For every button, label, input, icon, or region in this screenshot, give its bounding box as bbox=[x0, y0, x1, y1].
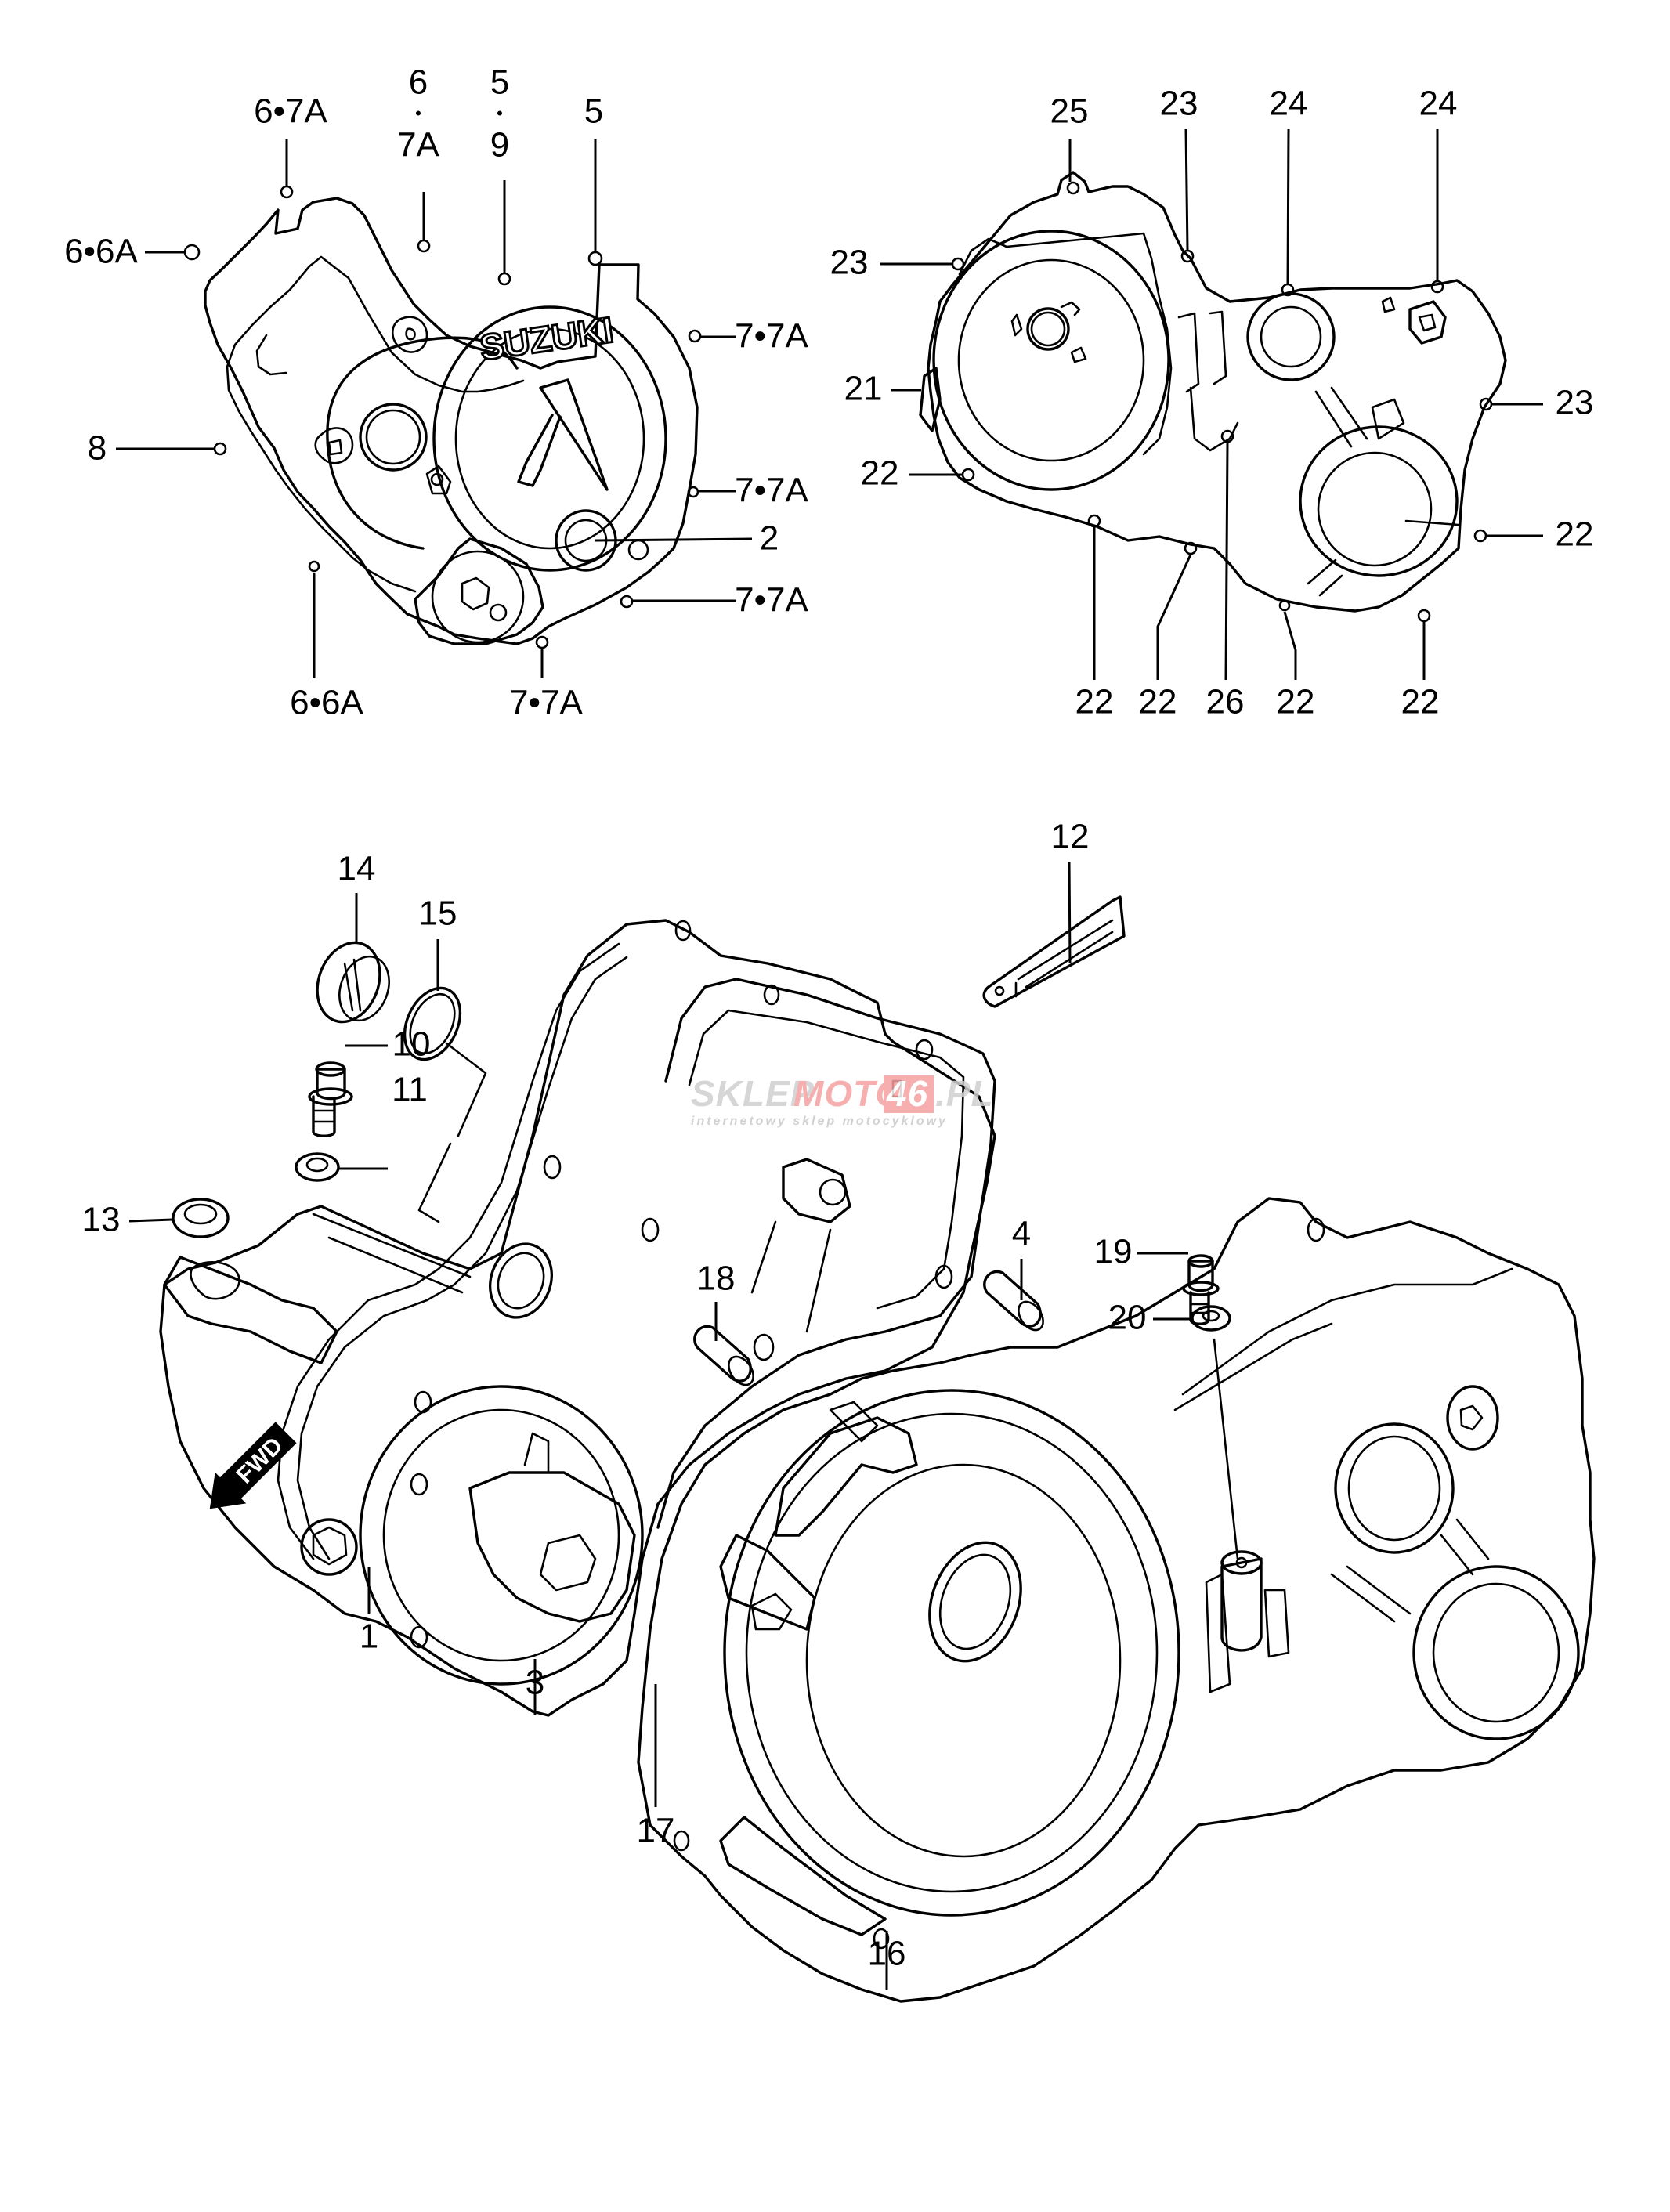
right-cover bbox=[919, 171, 1507, 623]
watermark-number: 46 bbox=[886, 1073, 928, 1114]
right-crankcase-half bbox=[637, 1197, 1596, 2003]
right-cover-lower-dome bbox=[1299, 425, 1459, 577]
callout-23-right: 23 bbox=[1556, 384, 1594, 422]
right-oil-plug bbox=[1446, 1385, 1499, 1451]
callout-5-stack: 5 bbox=[490, 63, 509, 102]
callout-9: 9 bbox=[490, 126, 509, 164]
callout-7a-stack: 7A bbox=[397, 126, 439, 164]
callout-4: 4 bbox=[1012, 1215, 1031, 1253]
part-10-bolt bbox=[308, 1061, 353, 1137]
callout-15: 15 bbox=[419, 895, 457, 933]
watermark-suffix: .PL bbox=[935, 1073, 994, 1114]
callout-23-left: 23 bbox=[830, 244, 869, 282]
pump-cover bbox=[414, 537, 544, 645]
callout-8: 8 bbox=[88, 429, 107, 468]
leader-lines bbox=[116, 128, 1543, 1990]
part-19-bolt bbox=[1182, 1254, 1220, 1325]
callout-6-6a-bottom: 6•6A bbox=[290, 684, 363, 722]
callout-23-top: 23 bbox=[1160, 85, 1198, 123]
part-20-washer bbox=[1191, 1305, 1231, 1332]
callout-7-7a-2: 7•7A bbox=[735, 472, 808, 510]
callout-18: 18 bbox=[697, 1260, 736, 1298]
generator-cover-dome bbox=[932, 230, 1170, 491]
callout-5-right: 5 bbox=[584, 92, 603, 131]
right-cover-outline bbox=[927, 171, 1507, 613]
part-4-dowel bbox=[983, 1270, 1044, 1332]
left-cover: SUZUKI bbox=[183, 185, 702, 649]
callout-dot-a: • bbox=[415, 103, 421, 123]
lever-mark bbox=[539, 378, 609, 491]
loose-parts bbox=[172, 895, 1231, 1386]
callout-24-b: 24 bbox=[1419, 85, 1458, 123]
callout-22-right: 22 bbox=[1556, 515, 1594, 554]
callout-14: 14 bbox=[338, 850, 376, 888]
callout-19: 19 bbox=[1094, 1233, 1133, 1271]
part-18-dowel bbox=[693, 1325, 754, 1386]
part-14-cap bbox=[316, 941, 390, 1024]
callout-2: 2 bbox=[760, 519, 779, 558]
callout-22-bottom-3: 22 bbox=[1277, 683, 1315, 721]
watermark-sklep: SKLEP bbox=[691, 1073, 815, 1114]
watermark-badge bbox=[884, 1075, 934, 1113]
bearing-housing-lower bbox=[1412, 1565, 1580, 1740]
case-bolt-eyes bbox=[410, 920, 1325, 1950]
left-cover-inner-contour bbox=[308, 255, 525, 393]
callout-6-stack: 6 bbox=[409, 63, 428, 102]
callout-17: 17 bbox=[637, 1812, 675, 1850]
magneto-dome bbox=[326, 336, 519, 550]
fwd-arrow-icon bbox=[209, 1422, 297, 1509]
part-11-washer bbox=[295, 1152, 340, 1182]
crankshaft-boss bbox=[928, 1541, 1022, 1663]
callout-21: 21 bbox=[844, 370, 883, 408]
callout-7-7a-1: 7•7A bbox=[735, 317, 808, 356]
callout-11: 11 bbox=[392, 1071, 428, 1109]
callout-25: 25 bbox=[1050, 92, 1089, 131]
bolt-holes-right bbox=[951, 181, 1493, 623]
callout-20: 20 bbox=[1108, 1299, 1147, 1337]
callout-10: 10 bbox=[392, 1025, 431, 1064]
callout-3: 3 bbox=[526, 1664, 544, 1702]
callout-22-bottom-1: 22 bbox=[1075, 683, 1114, 721]
callout-22-bottom-2: 22 bbox=[1139, 683, 1177, 721]
bolt-holes bbox=[183, 185, 702, 649]
callout-22-bottom-4: 22 bbox=[1401, 683, 1440, 721]
callout-26: 26 bbox=[1206, 683, 1245, 721]
generator-housing bbox=[723, 1389, 1180, 1917]
callout-22-left: 22 bbox=[861, 454, 899, 493]
watermark: SKLEP MOTO 46 .PL internetowy sklep moto… bbox=[691, 1073, 994, 1128]
part-15-o-ring bbox=[403, 986, 487, 1223]
shift-shaft-boss bbox=[1220, 1557, 1263, 1652]
clutch-cover-dome bbox=[432, 305, 667, 572]
bearing-housing-upper bbox=[1334, 1422, 1455, 1554]
left-cover-outline bbox=[204, 197, 699, 645]
curl-mark bbox=[255, 334, 287, 376]
generator-center-boss bbox=[1026, 307, 1070, 351]
callout-16: 16 bbox=[868, 1935, 906, 1973]
drain-plug bbox=[300, 1518, 358, 1576]
watermark-subline: internetowy sklep motocyklowy bbox=[691, 1115, 948, 1128]
callout-13: 13 bbox=[82, 1201, 121, 1239]
callout-6-6a-left: 6•6A bbox=[64, 233, 138, 271]
clutch-housing-bulge bbox=[359, 1385, 644, 1686]
part-12-guide-strip bbox=[982, 895, 1126, 1008]
callout-6-7a-top: 6•7A bbox=[254, 92, 327, 131]
callout-7-7a-3: 7•7A bbox=[735, 581, 808, 620]
callout-labels: 6•7A 6 • 7A 5 • 9 5 6•6A 7•7A 8 7•7A 2 7… bbox=[64, 63, 1593, 1973]
callout-24-a: 24 bbox=[1270, 85, 1308, 123]
callout-12: 12 bbox=[1051, 818, 1090, 856]
brand-logo: SUZUKI bbox=[477, 309, 616, 367]
center-gasket-frame bbox=[656, 978, 996, 1529]
callout-7-7a-bottom: 7•7A bbox=[509, 684, 583, 722]
bolt-20-guide-line bbox=[1213, 1338, 1239, 1560]
breather-21 bbox=[919, 367, 942, 432]
crankcase-assembly bbox=[159, 919, 1596, 2003]
part-13-washer bbox=[172, 1198, 230, 1238]
callout-dot-b: • bbox=[497, 103, 503, 123]
callout-1: 1 bbox=[360, 1617, 378, 1656]
